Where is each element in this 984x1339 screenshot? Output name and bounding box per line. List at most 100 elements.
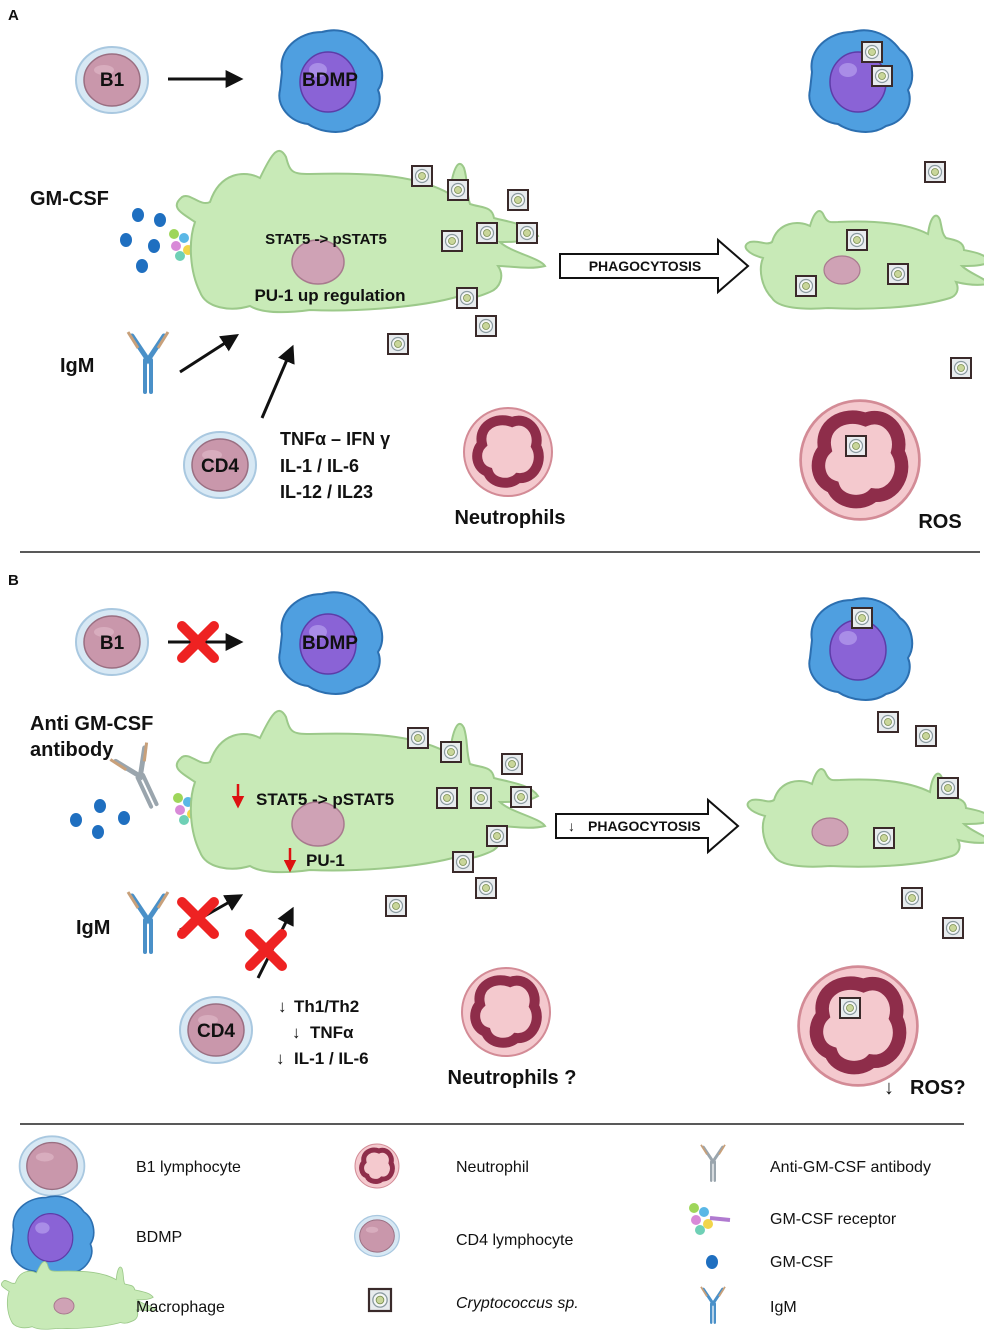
legend-gmcsf-label: GM-CSF bbox=[770, 1254, 833, 1271]
cytokine-b-3: IL-1 / IL-6 bbox=[294, 1049, 369, 1068]
cryptococcus bbox=[386, 332, 410, 356]
phagocytosis-down-arrow: ↓ bbox=[568, 818, 575, 834]
cryptococcus bbox=[474, 876, 498, 900]
cryptococcus bbox=[870, 64, 894, 88]
phagocytosis-label: PHAGOCYTOSIS bbox=[589, 258, 702, 274]
cytokine-a-2: IL-1 / IL-6 bbox=[280, 456, 359, 476]
ros-label: ROS bbox=[918, 511, 961, 533]
legend-macrophage-label: Macrophage bbox=[136, 1299, 225, 1316]
legend-b1-label: B1 lymphocyte bbox=[136, 1159, 241, 1176]
legend-bdmp-label: BDMP bbox=[136, 1229, 182, 1246]
anti-gmcsf-antibody bbox=[110, 743, 172, 814]
b1-label: B1 bbox=[100, 633, 125, 654]
legend: B1 lymphocyte BDMP Macrophage Neutrophil… bbox=[0, 1135, 931, 1330]
cryptococcus bbox=[469, 786, 493, 810]
cryptococcus bbox=[860, 40, 884, 64]
cryptococcus bbox=[439, 740, 463, 764]
neutrophils-label: Neutrophils ? bbox=[448, 1067, 577, 1089]
b1-label: B1 bbox=[100, 70, 125, 91]
gmcsf-label: GM-CSF bbox=[30, 188, 109, 210]
legend-antibody-label: Anti-GM-CSF antibody bbox=[770, 1159, 931, 1176]
cd4-label: CD4 bbox=[201, 456, 239, 477]
neutrophils-label: Neutrophils bbox=[454, 507, 565, 529]
legend-neutrophil-icon bbox=[355, 1144, 399, 1188]
legend-antibody-icon bbox=[699, 1143, 727, 1183]
cytokine-b-arrow-3: ↓ bbox=[276, 1049, 285, 1068]
igm-antibody bbox=[128, 332, 168, 392]
mac-b-line1: STAT5 -> pSTAT5 bbox=[256, 790, 394, 809]
legend-cd4-label: CD4 lymphocyte bbox=[456, 1232, 573, 1249]
neutrophil-right bbox=[801, 401, 920, 520]
phagocytosis-arrow bbox=[559, 237, 750, 295]
neutrophil bbox=[464, 408, 552, 496]
ros-down-arrow: ↓ bbox=[884, 1077, 894, 1099]
legend-gmcsf-icon bbox=[706, 1255, 718, 1269]
mac-b-line2: PU-1 bbox=[306, 851, 345, 870]
legend-crypto-label: Cryptococcus sp. bbox=[456, 1295, 579, 1312]
cryptococcus bbox=[509, 785, 533, 809]
gmcsf-dots bbox=[120, 208, 166, 273]
block-x bbox=[182, 902, 214, 934]
cryptococcus bbox=[485, 824, 509, 848]
cryptococcus bbox=[923, 160, 947, 184]
legend-igm-label: IgM bbox=[770, 1299, 797, 1316]
mac-a-line2: PU-1 up regulation bbox=[254, 286, 405, 305]
cryptococcus bbox=[949, 356, 973, 380]
legend-cd4-icon bbox=[354, 1214, 400, 1258]
neutrophil-right bbox=[799, 967, 918, 1086]
cytokine-b-arrow-2: ↓ bbox=[292, 1023, 301, 1042]
bdmp-cell-right bbox=[808, 29, 914, 133]
cytokine-b-arrow-1: ↓ bbox=[278, 997, 287, 1016]
cryptococcus bbox=[474, 314, 498, 338]
igm-label: IgM bbox=[76, 917, 110, 939]
igm-antibody bbox=[128, 892, 168, 952]
cryptococcus bbox=[844, 434, 868, 458]
cryptococcus bbox=[451, 850, 475, 874]
cryptococcus bbox=[455, 286, 479, 310]
neutrophil bbox=[462, 968, 550, 1056]
phagocytosis-label: PHAGOCYTOSIS bbox=[588, 818, 701, 834]
cryptococcus bbox=[914, 724, 938, 748]
legend-bdmp-icon bbox=[10, 1195, 95, 1279]
cryptococcus bbox=[446, 178, 470, 202]
macrophage-nucleus bbox=[811, 817, 849, 847]
cryptococcus bbox=[406, 726, 430, 750]
igm-label: IgM bbox=[60, 355, 94, 377]
mac-a-line1: STAT5 -> pSTAT5 bbox=[265, 231, 387, 248]
cytokine-b-2: TNFα bbox=[310, 1023, 354, 1042]
cd4-label: CD4 bbox=[197, 1021, 235, 1042]
cryptococcus bbox=[936, 776, 960, 800]
cryptococcus bbox=[886, 262, 910, 286]
legend-macrophage-icon bbox=[0, 1261, 157, 1330]
cytokine-a-3: IL-12 / IL23 bbox=[280, 482, 373, 502]
legend-b1-icon bbox=[18, 1135, 86, 1197]
macrophage-right bbox=[744, 210, 984, 310]
cryptococcus bbox=[838, 996, 862, 1020]
legend-igm-icon bbox=[699, 1285, 727, 1325]
cryptococcus bbox=[515, 221, 539, 245]
cytokine-a-1: TNFα – IFN γ bbox=[280, 429, 390, 449]
cryptococcus bbox=[435, 786, 459, 810]
cd4-arrow bbox=[260, 344, 295, 419]
cryptococcus bbox=[872, 826, 896, 850]
cryptococcus bbox=[500, 752, 524, 776]
bdmp-label: BDMP bbox=[302, 70, 358, 91]
cryptococcus bbox=[384, 894, 408, 918]
cryptococcus bbox=[876, 710, 900, 734]
cryptococcus bbox=[845, 228, 869, 252]
panel-b-label: B bbox=[8, 572, 19, 589]
gmcsf-dots bbox=[70, 799, 130, 839]
cryptococcus-icon bbox=[367, 1287, 393, 1313]
macrophage-nucleus bbox=[823, 255, 861, 285]
legend-macrophage-nucleus bbox=[53, 1297, 75, 1315]
panel-a-label: A bbox=[8, 7, 19, 24]
legend-neutrophil-label: Neutrophil bbox=[456, 1159, 529, 1176]
cryptococcus bbox=[475, 221, 499, 245]
cryptococcus bbox=[506, 188, 530, 212]
ros-label: ROS? bbox=[910, 1077, 966, 1099]
cryptococcus bbox=[410, 164, 434, 188]
cryptococcus bbox=[900, 886, 924, 910]
legend-receptor-icon bbox=[687, 1201, 732, 1237]
macrophage-nucleus bbox=[291, 239, 345, 285]
